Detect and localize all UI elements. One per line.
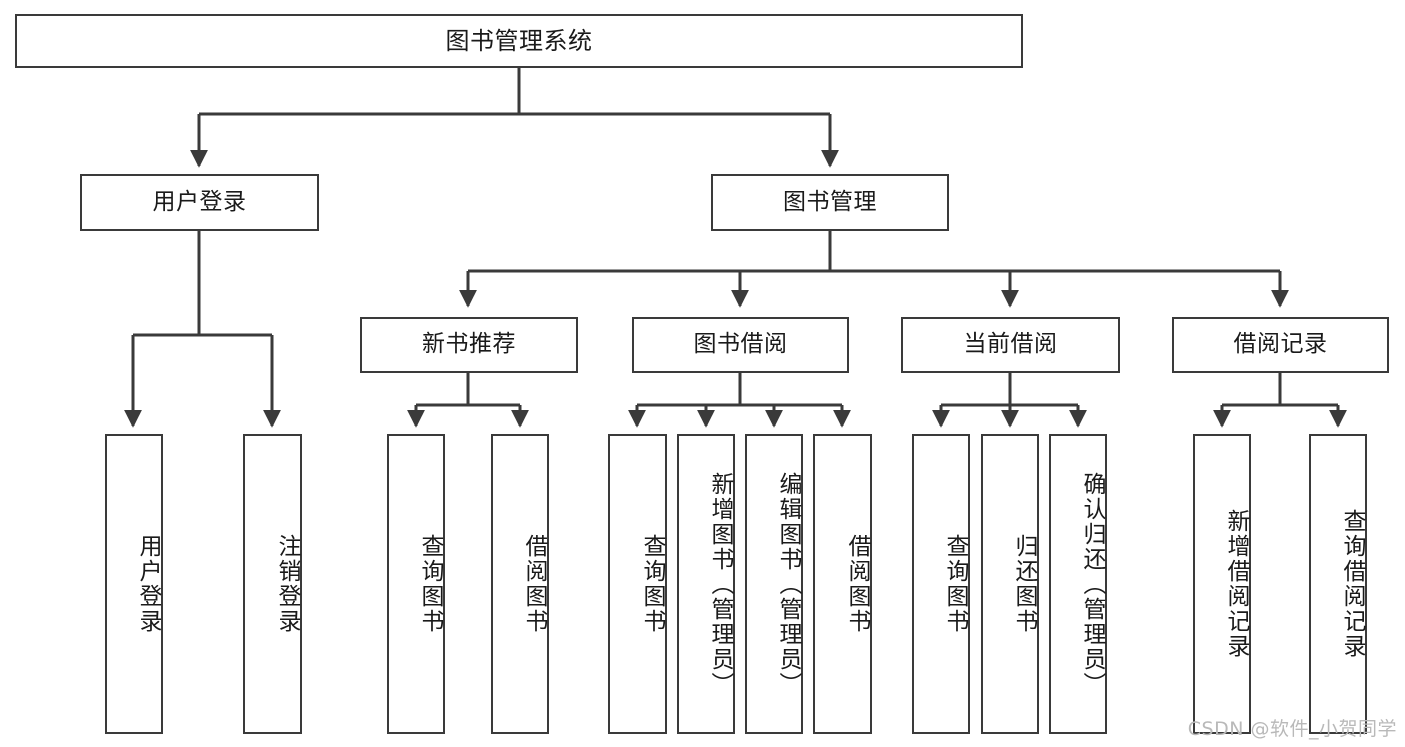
leaf-book-borrow-edit[interactable]: 编辑图书（管理员） xyxy=(745,434,803,734)
leaf-book-borrow-query-label: 查询图书 xyxy=(639,534,665,634)
leaf-user-login-login[interactable]: 用户登录 xyxy=(105,434,163,734)
leaf-new-book-query[interactable]: 查询图书 xyxy=(387,434,445,734)
leaf-new-book-borrow[interactable]: 借阅图书 xyxy=(491,434,549,734)
leaf-user-login-logout[interactable]: 注销登录 xyxy=(243,434,302,734)
node-user-login-label: 用户登录 xyxy=(152,188,247,215)
leaf-book-borrow-borrow-label: 借阅图书 xyxy=(844,534,870,634)
node-book-borrow-label: 图书借阅 xyxy=(693,331,788,358)
leaf-book-borrow-add-label: 新增图书（管理员） xyxy=(707,471,733,697)
watermark: CSDN @软件_小贺同学 xyxy=(1187,718,1397,740)
node-new-book-recommend-label: 新书推荐 xyxy=(422,331,516,358)
node-root-system-label: 图书管理系统 xyxy=(445,26,593,55)
node-book-manage[interactable]: 图书管理 xyxy=(711,174,949,231)
node-current-borrow[interactable]: 当前借阅 xyxy=(901,317,1120,373)
leaf-current-borrow-confirm-label: 确认归还（管理员） xyxy=(1079,471,1105,697)
leaf-user-login-logout-label: 注销登录 xyxy=(274,534,300,634)
leaf-current-borrow-return-label: 归还图书 xyxy=(1011,534,1037,634)
leaf-current-borrow-query-label: 查询图书 xyxy=(942,534,968,634)
leaf-book-borrow-edit-label: 编辑图书（管理员） xyxy=(775,471,801,697)
leaf-borrow-record-query[interactable]: 查询借阅记录 xyxy=(1309,434,1367,734)
node-new-book-recommend[interactable]: 新书推荐 xyxy=(360,317,578,373)
node-user-login[interactable]: 用户登录 xyxy=(80,174,319,231)
leaf-current-borrow-confirm[interactable]: 确认归还（管理员） xyxy=(1049,434,1107,734)
node-book-borrow[interactable]: 图书借阅 xyxy=(632,317,849,373)
leaf-book-borrow-query[interactable]: 查询图书 xyxy=(608,434,667,734)
leaf-borrow-record-query-label: 查询借阅记录 xyxy=(1339,509,1365,659)
leaf-user-login-login-label: 用户登录 xyxy=(135,534,161,634)
node-borrow-record[interactable]: 借阅记录 xyxy=(1172,317,1389,373)
leaf-current-borrow-return[interactable]: 归还图书 xyxy=(981,434,1039,734)
leaf-new-book-borrow-label: 借阅图书 xyxy=(521,534,547,634)
leaf-book-borrow-borrow[interactable]: 借阅图书 xyxy=(813,434,872,734)
leaf-book-borrow-add[interactable]: 新增图书（管理员） xyxy=(677,434,735,734)
node-borrow-record-label: 借阅记录 xyxy=(1233,331,1328,358)
node-book-manage-label: 图书管理 xyxy=(783,188,877,215)
node-root-system[interactable]: 图书管理系统 xyxy=(15,14,1023,68)
leaf-borrow-record-add[interactable]: 新增借阅记录 xyxy=(1193,434,1251,734)
node-current-borrow-label: 当前借阅 xyxy=(963,331,1058,358)
leaf-new-book-query-label: 查询图书 xyxy=(417,534,443,634)
leaf-borrow-record-add-label: 新增借阅记录 xyxy=(1223,509,1249,659)
leaf-current-borrow-query[interactable]: 查询图书 xyxy=(912,434,970,734)
